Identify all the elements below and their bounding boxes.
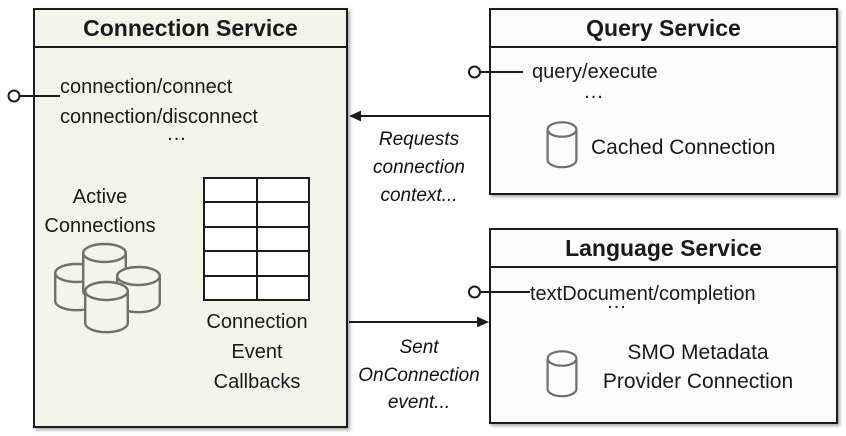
smo-metadata-provider-label: SMO Metadata Provider Connection <box>602 341 794 393</box>
method-connection-connect: connection/connect <box>60 76 233 98</box>
smo-provider-cylinder-icon <box>546 350 578 398</box>
language-service-title: Language Service <box>491 230 836 268</box>
method-connection-disconnect: connection/disconnect <box>60 106 258 128</box>
active-connections-label: Active Connections <box>44 186 156 237</box>
language-service-ellipsis: ... <box>607 291 627 313</box>
connection-service-ellipsis: ... <box>167 123 187 145</box>
connection-event-callbacks-label: Connection Event Callbacks <box>206 311 308 393</box>
query-service-ellipsis: ... <box>584 81 604 103</box>
cached-connection-cylinder-icon <box>546 121 578 169</box>
cached-connection-label: Cached Connection <box>591 136 776 159</box>
sent-onconnection-event-label: Sent OnConnection event... <box>358 337 480 413</box>
connection-service-methods: connection/connect connection/disconnect <box>60 72 258 132</box>
connection-pool-cylinders-icon <box>54 242 161 334</box>
query-service-box: Query Service <box>489 8 838 195</box>
connection-service-title: Connection Service <box>35 10 346 48</box>
requests-connection-context-label: Requests connection context... <box>373 129 465 206</box>
requests-connection-arrow <box>349 110 489 122</box>
sent-onconnection-arrow <box>349 316 489 328</box>
callbacks-table-icon <box>203 177 310 301</box>
method-query-execute: query/execute <box>532 61 658 83</box>
query-service-title: Query Service <box>491 10 836 48</box>
method-textdocument-completion: textDocument/completion <box>530 283 756 305</box>
